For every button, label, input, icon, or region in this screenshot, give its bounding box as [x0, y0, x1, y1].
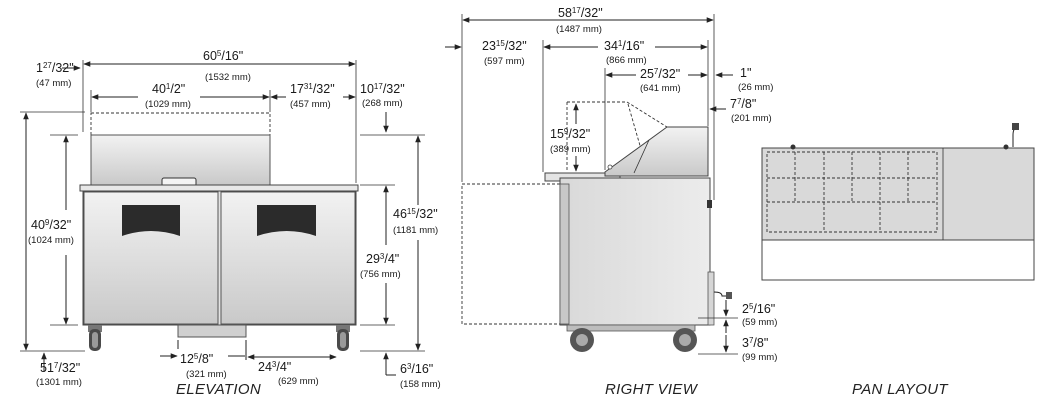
- pan-layout-top: [761, 147, 1035, 241]
- dim-caster-height-elevation: 63/16" (158 mm): [400, 362, 441, 390]
- svg-text:(201 mm): (201 mm): [731, 113, 772, 124]
- dim-overall-depth: 5817/32" (1487 mm): [556, 6, 603, 35]
- pan-layout-cabinet: [761, 239, 1035, 281]
- svg-text:25/16": 25/16": [742, 302, 775, 316]
- svg-text:(1301 mm): (1301 mm): [36, 377, 82, 388]
- elevation-compressor-grille: [177, 324, 247, 338]
- svg-text:4615/32": 4615/32": [393, 207, 438, 221]
- dim-back-gap: 1" (26 mm): [738, 66, 773, 93]
- right-rear-caster: [673, 328, 697, 352]
- svg-text:(321 mm): (321 mm): [186, 369, 227, 380]
- dim-compressor-width: 125/8" (321 mm): [180, 352, 227, 380]
- svg-text:(389 mm): (389 mm): [550, 144, 591, 155]
- dim-pan-width: 401/2" (1029 mm): [145, 82, 191, 110]
- elevation-view: 127/32" (47 mm) 605/16" (1532 mm) 401/2"…: [20, 49, 441, 398]
- svg-text:159/32": 159/32": [550, 127, 590, 141]
- dim-cabinet-height: 409/32" (1024 mm): [28, 218, 74, 246]
- view-title-right-view: RIGHT VIEW: [605, 381, 699, 398]
- svg-text:(1181 mm): (1181 mm): [393, 225, 438, 236]
- right-power-cord: [713, 291, 728, 297]
- dim-side-top: 127/32" (47 mm): [36, 61, 74, 89]
- svg-text:341/16": 341/16": [604, 39, 644, 53]
- right-front-caster: [570, 328, 594, 352]
- dim-cord-height: 25/16" (59 mm): [742, 302, 777, 328]
- dim-door-height: 293/4" (756 mm): [360, 252, 401, 280]
- svg-text:(47 mm): (47 mm): [36, 78, 71, 89]
- dim-caster-height-right: 37/8" (99 mm): [742, 336, 777, 363]
- svg-text:1": 1": [740, 66, 751, 80]
- svg-text:5817/32": 5817/32": [558, 6, 603, 20]
- elevation-pan-outline: [90, 112, 271, 136]
- pan-layout-view: PAN LAYOUT: [761, 123, 1035, 398]
- right-door-edge: [559, 183, 570, 325]
- svg-text:(59 mm): (59 mm): [742, 317, 777, 328]
- right-lid-assembly: [604, 126, 709, 177]
- svg-text:1017/32": 1017/32": [360, 82, 405, 96]
- dim-door-swing: 2315/32" (597 mm): [482, 39, 527, 67]
- right-view: 5817/32" (1487 mm) 2315/32" (597 mm) 341…: [445, 6, 777, 398]
- svg-text:(99 mm): (99 mm): [742, 352, 777, 363]
- elevation-rear-hood: [90, 134, 271, 186]
- dim-cabinet-depth: 341/16" (866 mm): [604, 39, 647, 66]
- svg-text:37/8": 37/8": [742, 336, 768, 350]
- svg-text:127/32": 127/32": [36, 61, 74, 75]
- elevation-left-caster: [88, 325, 102, 351]
- svg-text:77/8": 77/8": [730, 97, 756, 111]
- svg-text:293/4": 293/4": [366, 252, 399, 266]
- dim-compressor-offset: 243/4" (629 mm): [258, 360, 319, 387]
- svg-text:(1024 mm): (1024 mm): [28, 235, 74, 246]
- svg-text:409/32": 409/32": [31, 218, 71, 232]
- svg-text:1731/32": 1731/32": [290, 82, 335, 96]
- elevation-right-door-handle: [257, 205, 316, 236]
- elevation-cutting-board: [79, 184, 359, 192]
- right-door-swing-outline: [461, 183, 563, 325]
- dim-overall-height: 4615/32" (1181 mm): [393, 207, 438, 236]
- svg-text:(268 mm): (268 mm): [362, 98, 403, 109]
- svg-text:(629 mm): (629 mm): [278, 376, 319, 387]
- dim-top-height: 1017/32" (268 mm): [360, 82, 405, 109]
- svg-text:(756 mm): (756 mm): [360, 269, 401, 280]
- svg-text:2315/32": 2315/32": [482, 39, 527, 53]
- svg-text:(597 mm): (597 mm): [484, 56, 525, 67]
- svg-text:401/2": 401/2": [152, 82, 185, 96]
- svg-text:(1029 mm): (1029 mm): [145, 99, 191, 110]
- svg-text:(866 mm): (866 mm): [606, 55, 647, 66]
- dim-lid-height: 159/32" (389 mm): [550, 127, 591, 155]
- elevation-right-caster: [336, 325, 350, 351]
- view-title-elevation: ELEVATION: [176, 381, 261, 398]
- svg-text:243/4": 243/4": [258, 360, 291, 374]
- dim-back-offset: 77/8" (201 mm): [730, 97, 772, 124]
- dim-right-offset: 1731/32" (457 mm): [290, 82, 335, 110]
- dim-base-width: 517/32" (1301 mm): [36, 361, 82, 388]
- svg-text:125/8": 125/8": [180, 352, 213, 366]
- dim-lid-depth: 257/32" (641 mm): [640, 67, 681, 94]
- svg-text:(457 mm): (457 mm): [290, 99, 331, 110]
- elevation-left-door-handle: [122, 205, 180, 236]
- svg-text:(1487 mm): (1487 mm): [556, 24, 602, 35]
- view-title-pan-layout: PAN LAYOUT: [852, 381, 949, 398]
- svg-text:(158 mm): (158 mm): [400, 379, 441, 390]
- svg-text:517/32": 517/32": [40, 361, 80, 375]
- svg-text:63/16": 63/16": [400, 362, 433, 376]
- svg-text:605/16": 605/16": [203, 49, 243, 63]
- svg-text:(641 mm): (641 mm): [640, 83, 681, 94]
- right-cabinet-body: [559, 177, 711, 326]
- svg-text:(26 mm): (26 mm): [738, 82, 773, 93]
- dim-overall-width: 605/16" (1532 mm): [203, 49, 251, 83]
- svg-text:(1532 mm): (1532 mm): [205, 72, 251, 83]
- svg-text:257/32": 257/32": [640, 67, 680, 81]
